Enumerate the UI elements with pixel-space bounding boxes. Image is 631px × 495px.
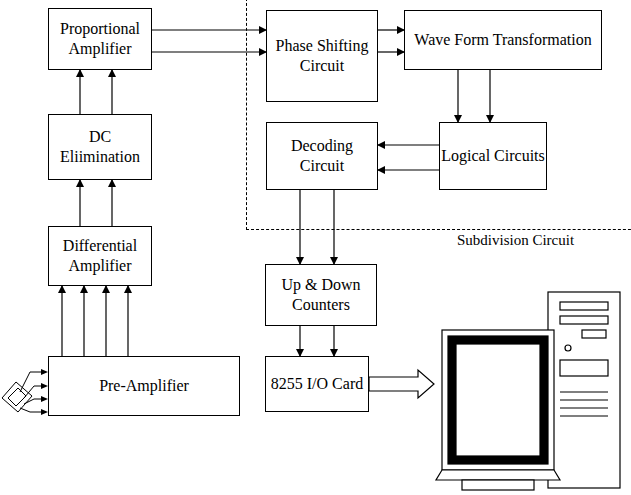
- box-label: Differential Amplifier: [49, 236, 151, 276]
- signal-arrow: [79, 70, 80, 114]
- sensor-symbol: [2, 369, 48, 415]
- process-box: Phase Shifting Circuit: [266, 10, 378, 102]
- signal-arrow: [489, 70, 490, 122]
- box-label: Proportional Amplifier: [49, 19, 151, 59]
- amplifier-box: Pre-Amplifier: [48, 356, 240, 416]
- box-label: DC Eliimination: [49, 127, 151, 167]
- box-label: Phase Shifting Circuit: [267, 36, 377, 76]
- signal-arrow: [111, 180, 112, 226]
- signal-arrow: [378, 51, 404, 52]
- box-label: Wave Form Transformation: [414, 30, 591, 50]
- signal-arrow: [152, 51, 266, 52]
- signal-arrow: [105, 286, 106, 356]
- signal-arrow: [152, 29, 266, 30]
- signal-arrow: [378, 144, 439, 145]
- signal-arrow: [378, 169, 439, 170]
- process-box: Wave Form Transformation: [404, 10, 602, 70]
- bus-arrow: [369, 370, 434, 398]
- signal-arrow: [333, 190, 334, 264]
- signal-arrow: [83, 286, 84, 356]
- box-label: Decoding Circuit: [267, 136, 377, 176]
- computer-illustration: [436, 292, 620, 490]
- signal-arrow: [61, 286, 62, 356]
- signal-arrow: [378, 29, 404, 30]
- signal-arrow: [299, 190, 300, 264]
- process-box: Decoding Circuit: [266, 122, 378, 190]
- signal-arrow: [457, 70, 458, 122]
- box-label: Pre-Amplifier: [99, 376, 189, 396]
- amplifier-box: Differential Amplifier: [48, 226, 152, 286]
- process-box: DC Eliimination: [48, 114, 152, 180]
- signal-arrow: [79, 180, 80, 226]
- box-label: 8255 I/O Card: [271, 374, 363, 394]
- process-box: Logical Circuits: [439, 122, 547, 190]
- box-label: Logical Circuits: [441, 146, 545, 166]
- signal-arrow: [333, 326, 334, 356]
- counter-box: Up & Down Counters: [265, 264, 377, 326]
- subdivision-region: Subdivision CircuitPhase Shifting Circui…: [246, 0, 631, 230]
- io-card-box: 8255 I/O Card: [265, 356, 369, 412]
- box-label: Up & Down Counters: [266, 275, 376, 315]
- region-label: Subdivision Circuit: [455, 232, 576, 249]
- signal-arrow: [111, 70, 112, 114]
- signal-arrow: [299, 326, 300, 356]
- signal-arrow: [127, 286, 128, 356]
- amplifier-box: Proportional Amplifier: [48, 8, 152, 70]
